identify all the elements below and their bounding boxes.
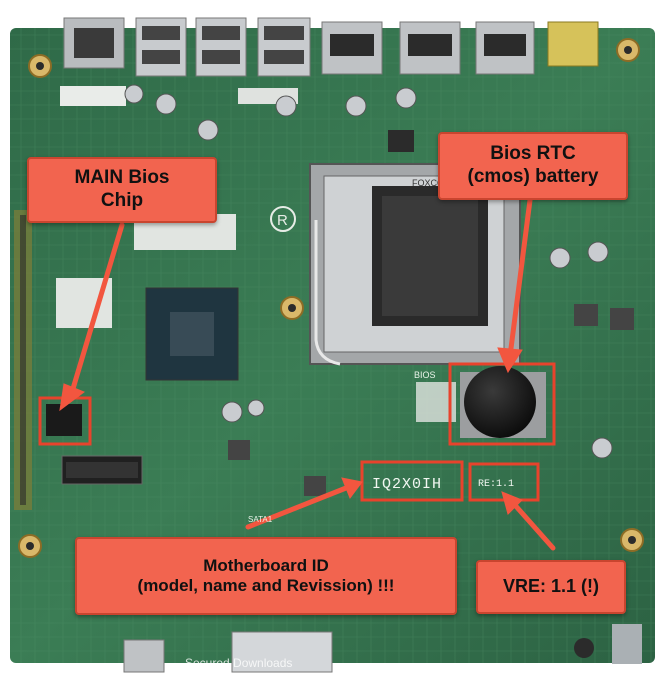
bios-silkscreen: BIOS [414,370,436,380]
board-id-silkscreen: IQ2X0IH [372,476,442,493]
revision-silkscreen: RE:1.1 [478,479,514,490]
callout-line: (cmos) battery [467,166,599,187]
chipset [145,287,239,381]
main-bios-chip-callout: MAIN Bios Chip [27,157,217,223]
callout-line: Chip [100,190,144,211]
capacitors [124,84,613,459]
svg-text:R: R [277,212,288,229]
callout-line: Bios RTC [490,143,576,165]
cpu-socket [309,163,521,366]
watermark-text: Secured Downloads [185,656,293,670]
callout-line: Motherboard ID [203,555,329,575]
vre-callout: VRE: 1.1 (!) [476,560,626,614]
motherboard-id-callout: Motherboard ID (model, name and Revissio… [75,537,457,615]
mounting-holes [18,38,644,558]
pointer-arrows [59,197,556,551]
callout-line: VRE: 1.1 (!) [502,576,599,597]
callout-line: (model, name and Revission) !!! [137,576,395,595]
rtc-battery-callout: Bios RTC (cmos) battery [438,132,628,200]
rtc-battery [460,366,546,438]
rear-io-ports [63,17,599,77]
callout-line: MAIN Bios [74,167,170,189]
foxconn-silkscreen: FOXCO [412,178,444,188]
sata-silkscreen: SATA1 [248,515,273,524]
